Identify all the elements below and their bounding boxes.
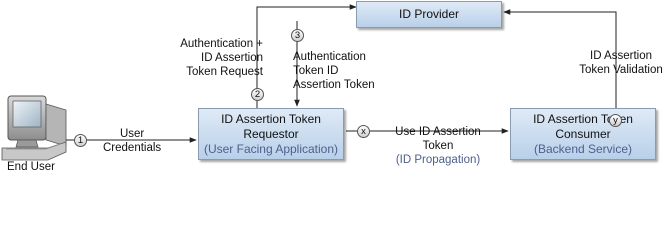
- requestor-title-line2: Requestor: [243, 126, 299, 141]
- requestor-box: ID Assertion Token Requestor (User Facin…: [198, 108, 344, 160]
- requestor-title-line1: ID Assertion Token: [221, 111, 321, 126]
- consumer-subtitle: (Backend Service): [533, 141, 633, 156]
- consumer-box: ID Assertion Token Consumer (Backend Ser…: [510, 108, 656, 160]
- consumer-title-line1: ID Assertion Token: [533, 111, 633, 126]
- edge-validation-line: [503, 9, 617, 108]
- auth-request-line1: Authentication +: [180, 38, 263, 50]
- validation-line2: Token Validation: [579, 64, 663, 76]
- use-token-label: Use ID Assertion Token (ID Propagation): [383, 125, 493, 167]
- auth-response-line1: Authentication: [293, 51, 366, 63]
- auth-request-label: Authentication + ID Assertion Token Requ…: [175, 37, 263, 79]
- step-marker-y: y: [609, 114, 622, 127]
- user-credentials-line1: User: [119, 128, 145, 140]
- requestor-subtitle: (User Facing Application): [203, 141, 339, 156]
- diagram-canvas: [1, 4, 617, 161]
- user-credentials-line2: Credentials: [103, 142, 162, 154]
- step-marker-2: 2: [251, 88, 264, 101]
- id-provider-title: ID Provider: [398, 7, 460, 21]
- auth-request-line2: ID Assertion: [201, 52, 263, 64]
- step-marker-1: 1: [74, 134, 87, 147]
- auth-response-line3: Assertion Token: [293, 79, 375, 91]
- use-token-line1: Use ID Assertion: [395, 126, 481, 138]
- auth-response-label: Authentication Token ID Assertion Token: [293, 50, 375, 92]
- id-provider-box: ID Provider: [356, 1, 502, 28]
- use-token-subtitle: (ID Propagation): [395, 154, 481, 166]
- validation-line1: ID Assertion: [590, 50, 652, 62]
- consumer-title-line2: Consumer: [555, 126, 611, 141]
- user-credentials-label: User Credentials: [103, 127, 161, 155]
- step-marker-3: 3: [291, 29, 304, 42]
- end-user-label: End User: [7, 161, 55, 173]
- auth-request-line3: Token Request: [186, 66, 263, 78]
- step-marker-x: x: [357, 125, 370, 138]
- validation-label: ID Assertion Token Validation: [576, 49, 666, 77]
- use-token-line2: Token: [422, 140, 454, 152]
- computer-user-icon: [1, 95, 67, 161]
- auth-response-line2: Token ID: [293, 65, 339, 77]
- edge-auth-request-line: [256, 4, 357, 108]
